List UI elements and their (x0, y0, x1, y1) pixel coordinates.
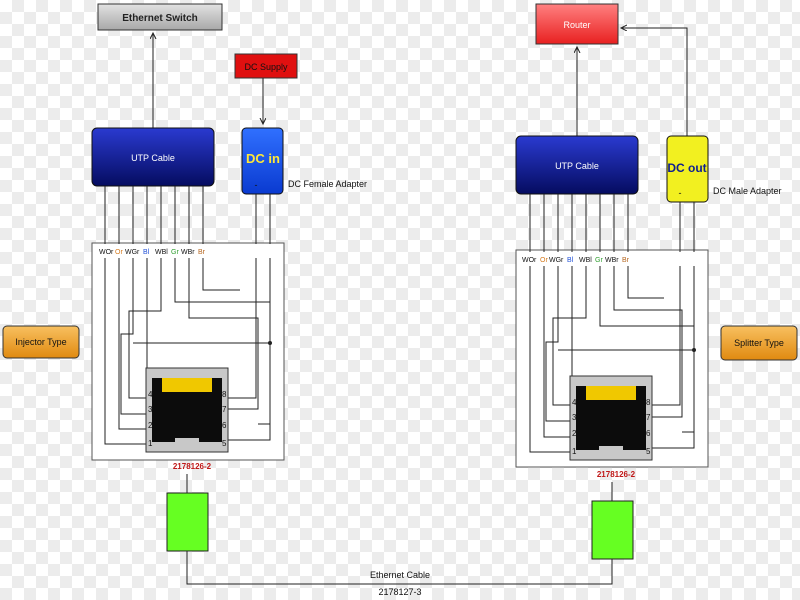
part-number-right: 2178126-2 (597, 470, 636, 479)
injector-side: Ethernet Switch DC Supply UTP Cable DC i… (2, 3, 367, 552)
rj45-plug-right (591, 500, 634, 560)
wire-label-or-r: Or (540, 257, 548, 264)
ethernet-cable: Ethernet Cable 2178127-3 (186, 551, 613, 597)
wire-label-br-r: Br (622, 257, 630, 264)
part-number-left: 2178126-2 (173, 462, 212, 471)
wire-label-wbr: WBr (181, 249, 195, 256)
utp-cable-label-right: UTP Cable (555, 161, 599, 171)
utp-cable-label: UTP Cable (131, 153, 175, 163)
dc-out-sign: - (679, 188, 682, 198)
pin-numbers-right: 4 3 2 1 8 7 6 5 (572, 398, 651, 456)
pin-4-r: 4 (572, 398, 577, 407)
wire-color-labels-left: WOr Or WGr Bl WBl Gr WBr Br (99, 249, 206, 256)
pin-5: 5 (222, 439, 227, 448)
router-box: Router (535, 3, 619, 45)
wire-label-wgr: WGr (125, 249, 140, 256)
splitter-side: Router UTP Cable DC out - DC Male Adapte… (515, 3, 798, 560)
pin-4: 4 (148, 390, 153, 399)
dc-in-sign: - (255, 180, 258, 190)
ethernet-switch-box: Ethernet Switch (97, 3, 223, 31)
wire-color-labels-right: WOr Or WGr Bl WBl Gr WBr Br (522, 257, 630, 264)
pin-3-r: 3 (572, 413, 577, 422)
wire-label-br: Br (198, 249, 206, 256)
wires-right (529, 194, 695, 453)
dc-in-module: DC in - (241, 127, 284, 195)
pin-3: 3 (148, 405, 153, 414)
splitter-type-label: Splitter Type (734, 338, 784, 348)
dc-out-module: DC out - (666, 135, 709, 203)
wire-label-wbl: WBl (155, 249, 168, 256)
wire-label-or: Or (115, 249, 123, 256)
wire-label-bl-r: Bl (567, 257, 574, 264)
dc-male-adapter-label: DC Male Adapter (713, 186, 782, 196)
pin-8-r: 8 (646, 398, 651, 407)
dc-supply-box: DC Supply (234, 53, 298, 79)
pin-1-r: 1 (572, 447, 577, 456)
wires-left (104, 186, 271, 445)
pin-2: 2 (148, 421, 153, 430)
injector-type-label: Injector Type (15, 337, 66, 347)
rj45-jack-left (145, 367, 229, 453)
injector-type-box: Injector Type (2, 325, 80, 359)
pin-2-r: 2 (572, 429, 577, 438)
wire-label-wor-r: WOr (522, 257, 537, 264)
pin-5-r: 5 (646, 447, 651, 456)
wire-label-bl: Bl (143, 249, 150, 256)
ethernet-cable-label: Ethernet Cable (370, 570, 430, 580)
pin-7: 7 (222, 405, 227, 414)
wire-label-wor: WOr (99, 249, 114, 256)
dc-female-adapter-label: DC Female Adapter (288, 179, 367, 189)
pin-7-r: 7 (646, 413, 651, 422)
dc-supply-label: DC Supply (244, 62, 288, 72)
pin-1: 1 (148, 439, 153, 448)
wire-label-gr: Gr (171, 249, 179, 256)
rj45-plug-left (166, 492, 209, 552)
wire-label-gr-r: Gr (595, 257, 603, 264)
pin-numbers-left: 4 3 2 1 8 7 6 5 (148, 390, 227, 448)
utp-cable-box-left: UTP Cable (91, 127, 215, 187)
pin-6-r: 6 (646, 429, 651, 438)
wire-label-wbl-r: WBl (579, 257, 592, 264)
dc-in-label: DC in (246, 151, 280, 166)
pin-6: 6 (222, 421, 227, 430)
splitter-type-box: Splitter Type (720, 325, 798, 361)
rj45-jack-right (569, 375, 653, 461)
ethernet-switch-label: Ethernet Switch (122, 13, 198, 24)
router-label: Router (563, 20, 590, 30)
wire-label-wgr-r: WGr (549, 257, 564, 264)
dc-out-label: DC out (667, 161, 706, 175)
utp-cable-box-right: UTP Cable (515, 135, 639, 195)
wire-label-wbr-r: WBr (605, 257, 619, 264)
ethernet-cable-part-number: 2178127-3 (378, 587, 421, 597)
pin-8: 8 (222, 390, 227, 399)
